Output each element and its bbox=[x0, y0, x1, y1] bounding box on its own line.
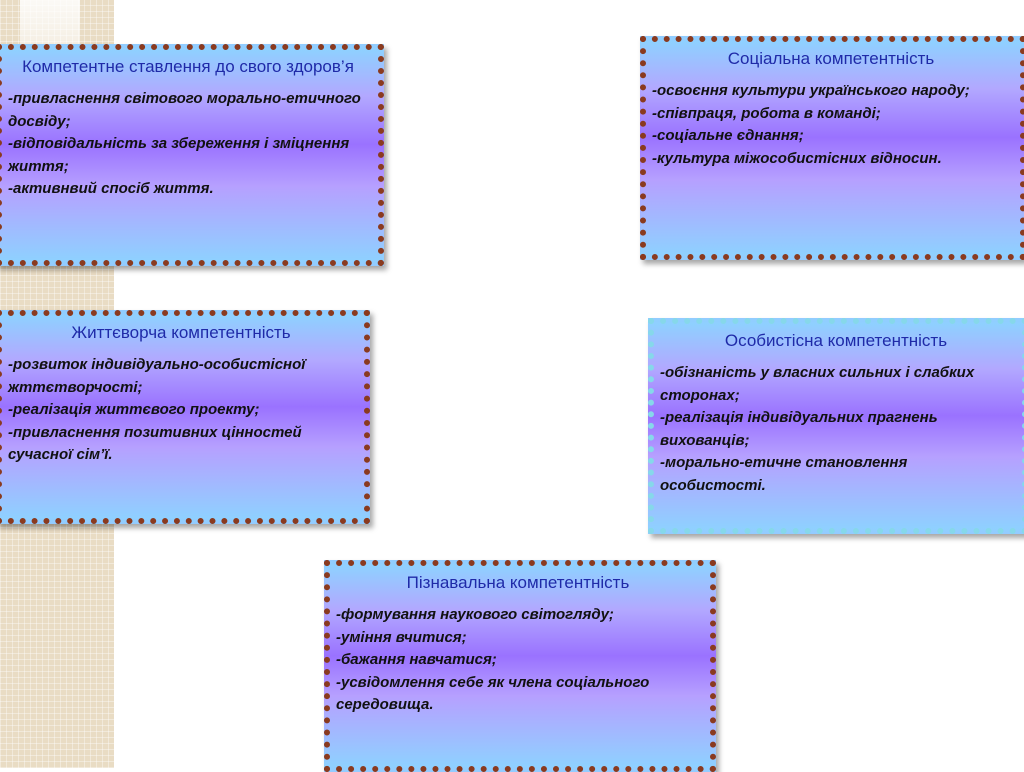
card-list: -розвиток індивідуально-особистісної жтт… bbox=[8, 354, 354, 467]
list-item: -бажання навчатися; bbox=[336, 651, 497, 668]
health-competence-card: Компетентне ставлення до свого здоров’я … bbox=[0, 44, 384, 266]
list-item: -активнвий спосіб життя. bbox=[8, 180, 214, 197]
card-title: Особистісна компетентність bbox=[724, 331, 948, 350]
list-item: -формування наукового світогляду; bbox=[336, 606, 614, 623]
card-title: Життєворча компетентність bbox=[71, 323, 291, 342]
list-item: -соціальне єднання; bbox=[652, 127, 804, 144]
list-item: -морально-етичне становлення особистості… bbox=[660, 454, 908, 494]
list-item: -співпраця, робота в команді; bbox=[652, 104, 881, 122]
list-item: -привласнення позитивних цінностей сучас… bbox=[8, 423, 302, 464]
cognitive-competence-card: Пізнавальна компетентність -формування н… bbox=[324, 560, 716, 772]
social-competence-card: Соціальна компетентність -освоєння культ… bbox=[640, 36, 1024, 260]
list-item: -уміння вчитися; bbox=[336, 628, 467, 646]
list-item: -реалізація індивідуальних прагнень вихо… bbox=[660, 409, 938, 449]
life-creative-competence-card: Життєворча компетентність -розвиток інди… bbox=[0, 310, 370, 524]
list-item: -реалізація життєвого проекту; bbox=[8, 401, 260, 418]
card-title: Соціальна компетентність bbox=[727, 49, 935, 68]
list-item: -привласнення світового морально-етичног… bbox=[8, 90, 361, 130]
list-item: -культура міжособистісних відносин. bbox=[652, 149, 942, 167]
card-list: -привласнення світового морально-етичног… bbox=[8, 88, 368, 201]
list-item: -відповідальність за збереження і зміцне… bbox=[8, 135, 350, 175]
list-item: -освоєння культури українського народу; bbox=[652, 82, 970, 99]
card-title: Пізнавальна компетентність bbox=[406, 573, 630, 592]
card-list: -формування наукового світогляду; -умінн… bbox=[336, 604, 700, 717]
card-list: -обізнаність у власних сильних і слабких… bbox=[660, 362, 1012, 497]
list-item: -усвідомлення себе як члена соціального … bbox=[336, 673, 650, 714]
list-item: -розвиток індивідуально-особистісної жтт… bbox=[8, 356, 306, 396]
personal-competence-card: Особистісна компетентність -обізнаність … bbox=[648, 318, 1024, 534]
card-list: -освоєння культури українського народу; … bbox=[652, 80, 1010, 170]
card-title: Компетентне ставлення до свого здоров’я bbox=[22, 57, 354, 76]
list-item: -обізнаність у власних сильних і слабких… bbox=[660, 364, 975, 404]
